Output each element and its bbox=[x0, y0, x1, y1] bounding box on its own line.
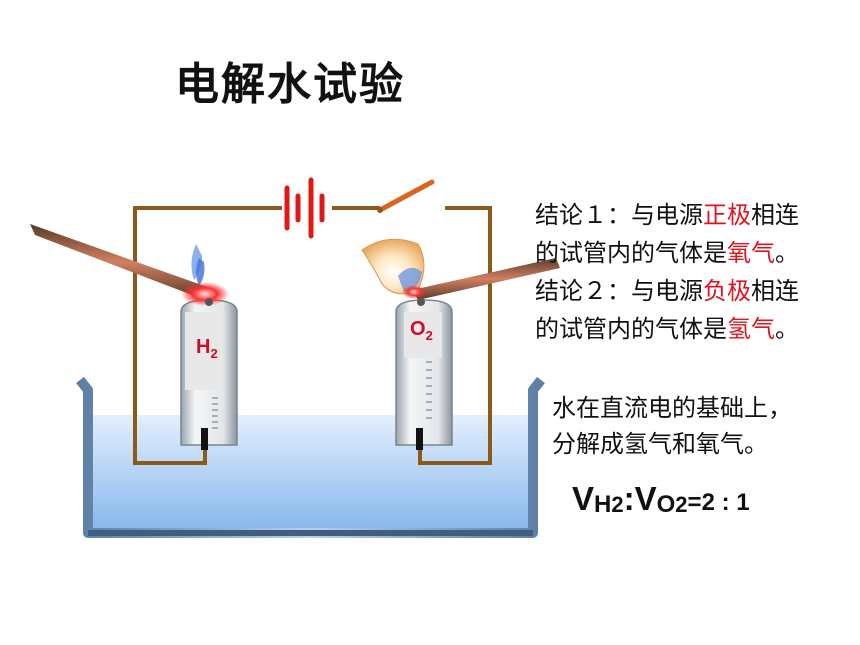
circuit-wire bbox=[133, 206, 492, 465]
conclusion-2-line-2: 的试管内的气体是氢气。 bbox=[535, 315, 799, 343]
note-line-1: 水在直流电的基础上， bbox=[552, 394, 792, 422]
conclusion-1-line-1: 结论１：与电源正极相连 bbox=[535, 201, 799, 229]
burning-splint-right bbox=[361, 238, 560, 306]
test-tube-left bbox=[180, 299, 238, 450]
note-line-2: 分解成氢气和氧气。 bbox=[552, 430, 768, 458]
tube-label-left: H2 bbox=[196, 336, 218, 361]
conclusion-2-line-1: 结论２：与电源负极相连 bbox=[535, 277, 799, 305]
page-title: 电解水试验 bbox=[175, 59, 405, 110]
switch-icon bbox=[377, 179, 435, 213]
battery-icon bbox=[284, 177, 325, 239]
test-tube-right bbox=[395, 299, 453, 450]
volume-ratio: VH2:VO2=2 : 1 bbox=[572, 480, 750, 518]
tube-label-right: O2 bbox=[410, 318, 433, 343]
conclusion-1-line-2: 的试管内的气体是氧气。 bbox=[535, 239, 799, 267]
beaker bbox=[76, 376, 545, 538]
water bbox=[88, 415, 533, 533]
burning-splint-left bbox=[30, 224, 229, 306]
conclusions: 结论１：与电源正极相连 的试管内的气体是氧气。 结论２：与电源负极相连 的试管内… bbox=[535, 196, 799, 348]
explanation-note: 水在直流电的基础上， 分解成氢气和氧气。 bbox=[552, 390, 792, 462]
